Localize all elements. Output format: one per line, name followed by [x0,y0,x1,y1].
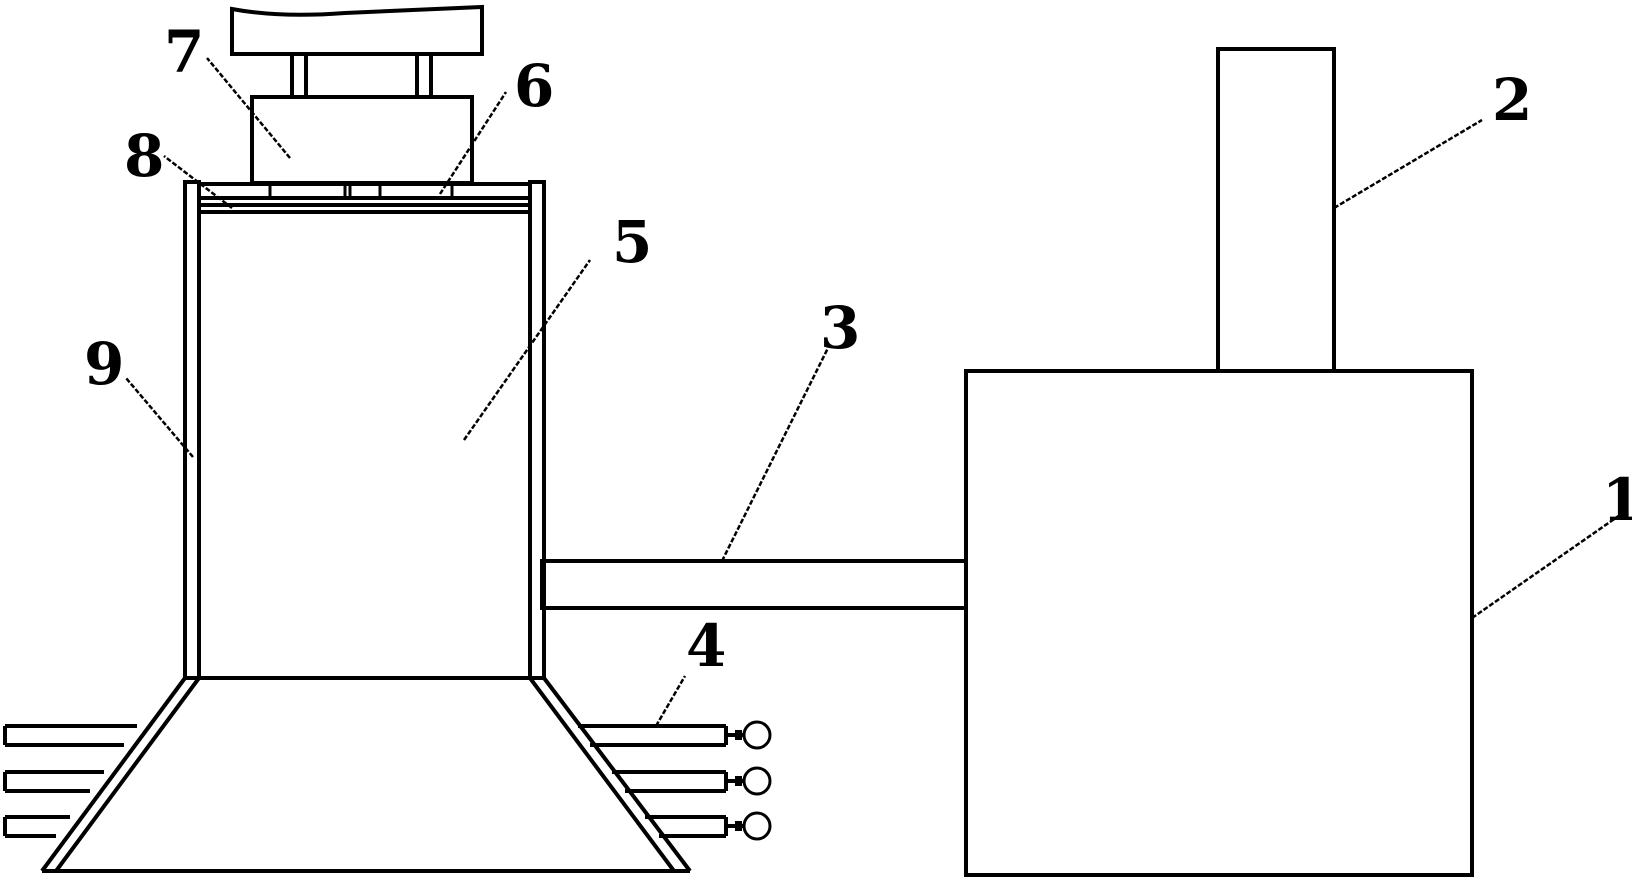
leader-5 [462,259,592,441]
leader-8 [163,155,233,209]
part-4-nozzles [3,724,728,838]
leader-4 [654,675,687,727]
part-1-main-box [964,369,1474,877]
leader-7 [206,57,291,159]
nozzle-tips [726,720,772,841]
label-8: 8 [124,122,164,190]
label-1: 1 [1602,466,1632,534]
hood-funnel [40,676,692,873]
part-2-chimney [1216,47,1336,373]
label-4: 4 [686,612,726,680]
leader-3 [720,347,830,562]
label-7: 7 [164,18,204,86]
leader-6 [438,91,508,195]
label-9: 9 [84,330,124,398]
part-7-motor [230,4,484,185]
label-3: 3 [820,294,860,362]
part-8-filter-plate [197,203,532,214]
leader-9 [125,377,194,458]
part-9-casing [183,180,546,680]
part-5-chamber [197,210,532,680]
label-5: 5 [612,208,652,276]
part-3-pipe [540,559,968,610]
label-6: 6 [514,52,554,120]
leader-lines [125,57,1621,727]
leader-1 [1471,513,1621,620]
leader-2 [1333,118,1483,210]
label-2: 2 [1492,66,1532,134]
part-6-top-plate [197,182,532,200]
reference-labels: 1 2 3 4 5 6 7 8 9 [84,18,1632,680]
